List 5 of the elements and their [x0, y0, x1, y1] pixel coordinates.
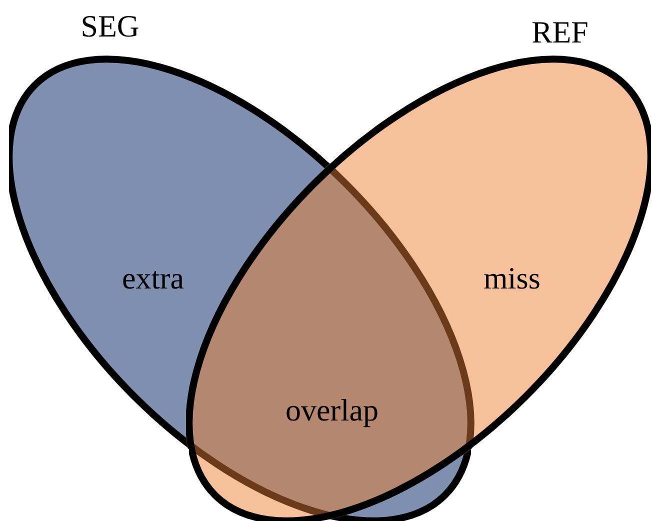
set-label: REF	[532, 16, 588, 48]
region-label: extra	[122, 262, 184, 294]
region-label: overlap	[286, 394, 378, 426]
set-label: SEG	[80, 10, 140, 42]
region-label: miss	[484, 262, 540, 294]
